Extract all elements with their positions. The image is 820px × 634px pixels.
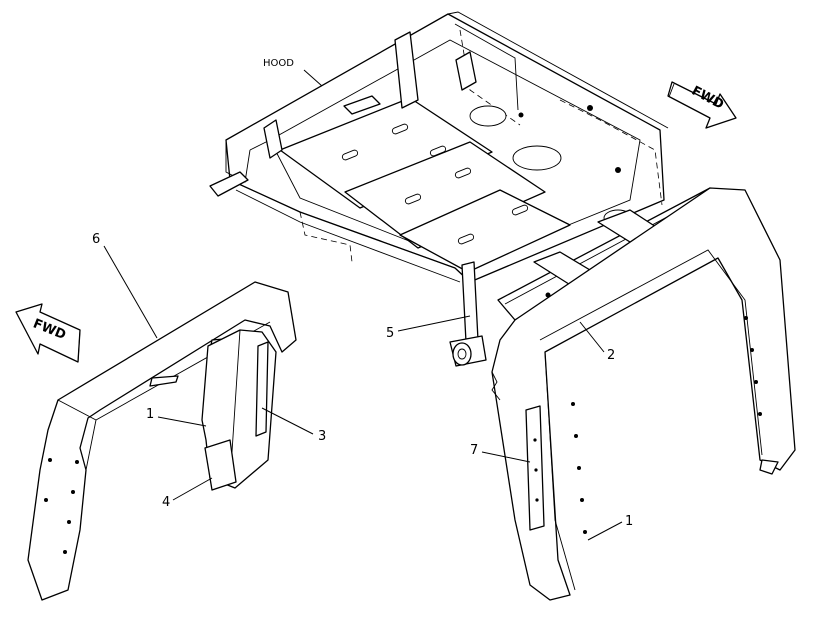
callout-1-left: 1 (146, 407, 154, 422)
floor-panel-1 (279, 97, 493, 209)
callout-3: 3 (318, 429, 326, 444)
hood-label: HOOD (263, 58, 294, 69)
left-fender (27, 281, 297, 601)
callout-4: 4 (162, 495, 170, 510)
inner-guard (201, 329, 277, 491)
floor-panel-2 (344, 141, 546, 249)
callout-7: 7 (470, 443, 478, 458)
fwd-arrow-right: FWD (667, 81, 737, 129)
callout-1-right: 1 (625, 514, 633, 529)
callouts: HOOD 6 1 3 4 5 2 7 1 (92, 58, 633, 541)
callout-2: 2 (607, 348, 615, 363)
fwd-arrow-left: FWD (15, 303, 81, 363)
floor-panel-3 (399, 189, 571, 273)
stiffener-strip-7 (525, 405, 545, 531)
callout-6: 6 (92, 232, 100, 247)
right-fender (491, 187, 796, 601)
hood-assembly (209, 11, 715, 367)
callout-5: 5 (386, 326, 394, 341)
mount-bracket (449, 261, 487, 367)
